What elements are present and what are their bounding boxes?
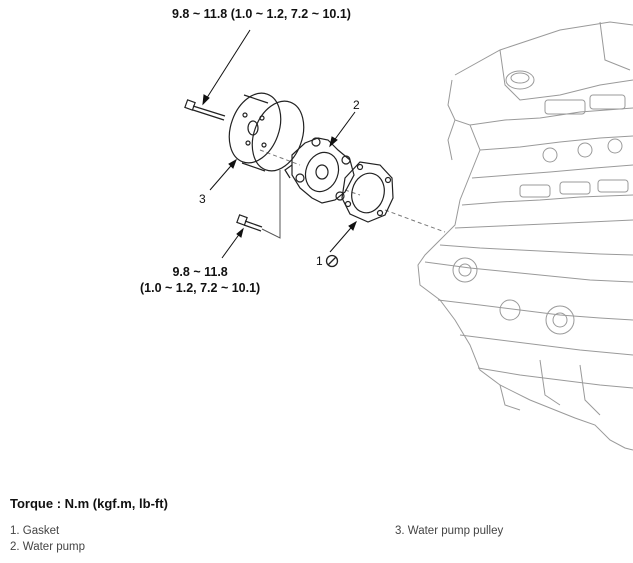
top-bolt bbox=[184, 99, 226, 121]
callout-3: 3 bbox=[199, 192, 206, 206]
bottom-bolt bbox=[236, 214, 263, 232]
water-pump-pulley bbox=[228, 92, 305, 172]
legend-item-water-pump-pulley: 3. Water pump pulley bbox=[395, 525, 504, 537]
assembly-centerline bbox=[259, 149, 446, 233]
gasket bbox=[341, 161, 394, 223]
legend-item-gasket: 1. Gasket bbox=[10, 525, 60, 537]
bottom-bolt-torque-label: 9.8 ~ 11.8 (1.0 ~ 1.2, 7.2 ~ 10.1) bbox=[140, 264, 260, 296]
bottom-torque-line2: (1.0 ~ 1.2, 7.2 ~ 10.1) bbox=[140, 281, 261, 295]
exploded-view-diagram bbox=[184, 21, 633, 451]
water-pump bbox=[284, 137, 355, 204]
callout-2: 2 bbox=[353, 98, 360, 112]
top-bolt-torque-label: 9.8 ~ 11.8 (1.0 ~ 1.2, 7.2 ~ 10.1) bbox=[172, 7, 351, 21]
bottom-torque-line1: 9.8 ~ 11.8 bbox=[172, 265, 228, 279]
callout-1: 1 bbox=[316, 254, 323, 268]
engine-block-outline bbox=[417, 21, 633, 451]
torque-units-title: Torque : N.m (kgf.m, lb-ft) bbox=[10, 496, 168, 511]
circle-slash-icon bbox=[325, 254, 339, 268]
legend-item-water-pump: 2. Water pump bbox=[10, 541, 85, 553]
bracket-line bbox=[261, 170, 281, 239]
leader-top-torque bbox=[202, 29, 251, 105]
